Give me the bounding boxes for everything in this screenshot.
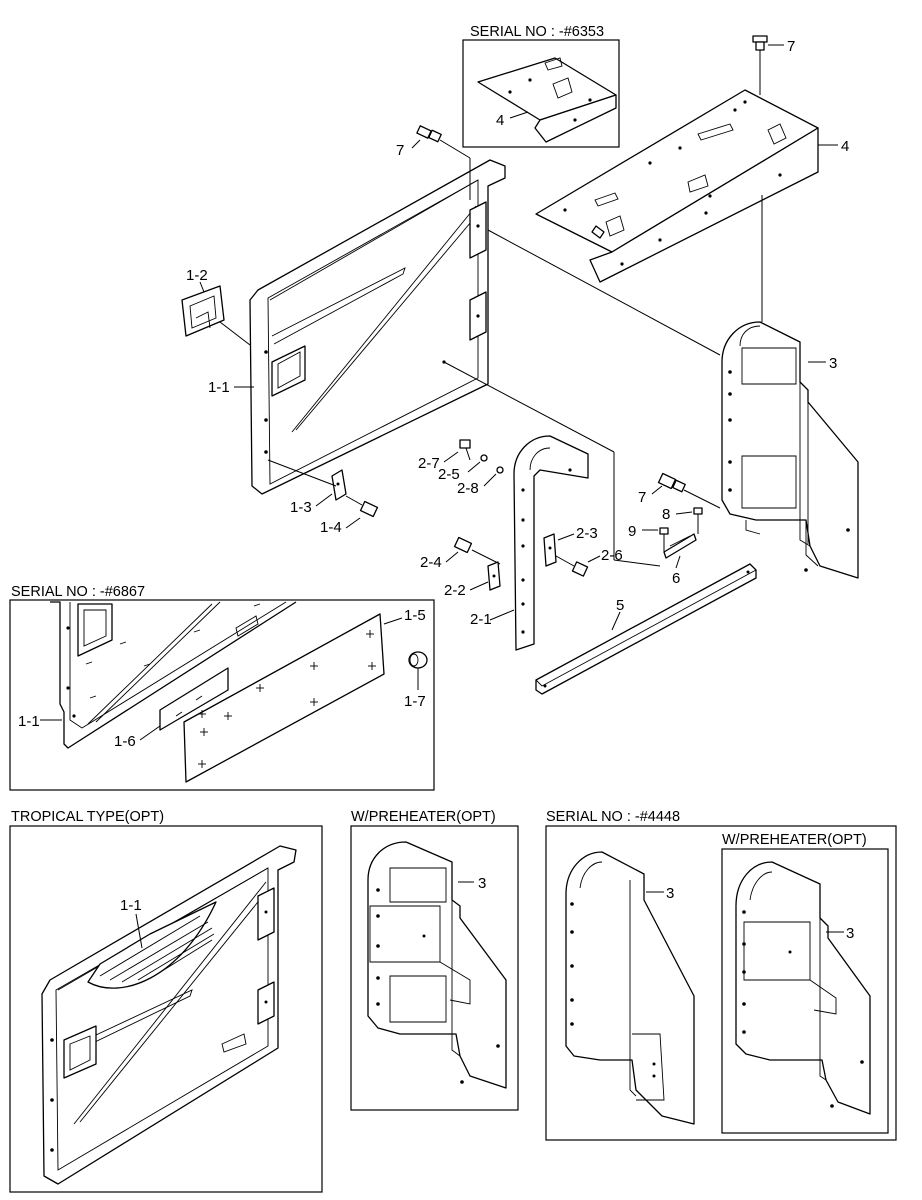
bolt-2-6 [555, 555, 589, 577]
callout-2-8: 2-8 [457, 480, 479, 497]
inset-box-preheater-inner [721, 848, 889, 1134]
callout-3: 3 [829, 355, 837, 372]
grommet-1-7 [408, 651, 428, 669]
callout-3-4448: 3 [666, 885, 674, 902]
callout-5: 5 [616, 597, 624, 614]
bolt-9 [659, 527, 669, 552]
callout-2-6: 2-6 [601, 547, 623, 564]
bolt-7-door [416, 125, 471, 159]
callout-1-1: 1-1 [208, 379, 230, 396]
callout-4-inset: 4 [496, 112, 504, 129]
washer-2-8 [496, 466, 504, 474]
pad-1-6 [159, 667, 229, 731]
top-bracket [535, 89, 819, 283]
callout-6: 6 [672, 570, 680, 587]
inset-box-serial-4448 [545, 825, 897, 1141]
callout-2-2: 2-2 [444, 582, 466, 599]
callout-2-3: 2-3 [576, 525, 598, 542]
panel-serial-4448 [565, 851, 695, 1125]
header-preheater: W/PREHEATER(OPT) [351, 809, 496, 825]
header-preheater-inner: W/PREHEATER(OPT) [722, 832, 867, 848]
header-tropical: TROPICAL TYPE(OPT) [11, 809, 164, 825]
bar-5 [535, 563, 757, 695]
header-serial-4448: SERIAL NO : -#4448 [546, 809, 680, 825]
callout-2-4: 2-4 [420, 554, 442, 571]
callout-2-1: 2-1 [470, 611, 492, 628]
bolt-7-top [752, 35, 768, 62]
inset-box-serial-6353 [462, 39, 620, 148]
callout-2-7: 2-7 [418, 455, 440, 472]
side-panel-3 [721, 321, 859, 579]
callout-1-2: 1-2 [186, 267, 208, 284]
callout-7-door: 7 [396, 142, 404, 159]
bracket-6 [663, 533, 697, 559]
bolt-2-4 [453, 536, 501, 565]
callout-1-4: 1-4 [320, 519, 342, 536]
callout-1-6: 1-6 [114, 733, 136, 750]
pad-1-5 [183, 613, 385, 783]
door-partial-inset-6867 [50, 601, 297, 749]
callout-7-mid: 7 [638, 489, 646, 506]
callout-1-1-inset: 1-1 [18, 713, 40, 730]
callout-1-5: 1-5 [404, 607, 426, 624]
inset-box-tropical [9, 825, 323, 1193]
callout-8: 8 [662, 506, 670, 523]
bolt-7-mid [657, 472, 721, 509]
clip-2-2 [487, 561, 501, 591]
main-door-frame [249, 159, 506, 495]
bolt-2-7 [459, 439, 471, 461]
callout-3-4448-preheater: 3 [846, 925, 854, 942]
callout-1-1-tropical: 1-1 [120, 897, 142, 914]
callout-3-preheater: 3 [478, 875, 486, 892]
inset-box-serial-6867 [9, 599, 435, 791]
header-serial-6867: SERIAL NO : -#6867 [11, 584, 145, 600]
washer-2-5 [480, 454, 488, 462]
callout-7-top: 7 [787, 38, 795, 55]
bolt-8 [693, 507, 703, 534]
clip-2-3 [543, 533, 557, 567]
header-serial-6353: SERIAL NO : -#6353 [470, 24, 604, 40]
callout-1-3: 1-3 [290, 499, 312, 516]
preheater-panel [367, 841, 507, 1089]
panel-serial-4448-preheater [735, 861, 871, 1115]
bracket-inset-6353 [477, 57, 617, 143]
bracket-2-1 [513, 435, 589, 651]
bolt-1-4 [345, 495, 379, 518]
latch-1-2 [181, 285, 225, 337]
callout-4-top: 4 [841, 138, 849, 155]
inset-box-preheater [350, 825, 519, 1111]
callout-1-7: 1-7 [404, 693, 426, 710]
tropical-door [41, 845, 297, 1185]
clip-1-3 [331, 469, 347, 501]
callout-9: 9 [628, 523, 636, 540]
callout-2-5: 2-5 [438, 466, 460, 483]
